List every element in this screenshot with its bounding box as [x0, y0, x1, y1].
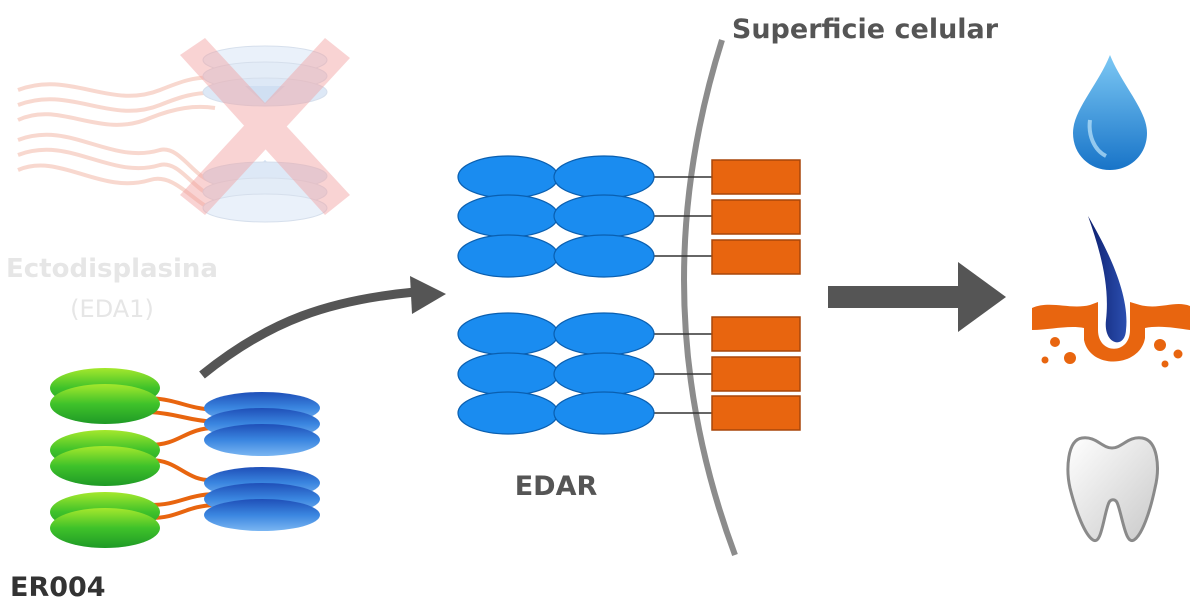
eda1-trimer-bottom: [202, 160, 328, 223]
er004-label: ER004: [10, 572, 106, 603]
binding-arrow-head: [410, 276, 446, 314]
binding-arrow: [199, 287, 416, 379]
edar-label: EDAR: [515, 471, 598, 502]
water-drop-icon: [1073, 55, 1147, 170]
cell-membrane: [681, 39, 738, 557]
edar-ecd-top: [457, 155, 655, 278]
edar-stalks-top: [650, 176, 712, 257]
eda-name-label: Ectodisplasina: [6, 254, 218, 284]
edar-receptor-group-bottom: [457, 312, 801, 435]
edar-stalks-bottom: [650, 333, 712, 414]
eda-code-label: (EDA1): [70, 295, 154, 323]
er004-tnf-domains: [204, 392, 320, 531]
edar-intracellular-top: [711, 159, 801, 275]
er004-molecule: [50, 368, 320, 548]
edar-intracellular-bottom: [711, 316, 801, 431]
edar-ecd-bottom: [457, 312, 655, 435]
cross-out-icon: [180, 38, 350, 215]
hair-follicle-icon: [1032, 216, 1190, 368]
edar-receptor-group-top: [457, 155, 801, 278]
eda1-faded-protein: [17, 45, 328, 223]
eda1-strands: [17, 75, 216, 212]
tooth-icon: [1066, 436, 1159, 543]
signaling-arrow: [828, 262, 1006, 332]
er004-fc-domains: [50, 368, 160, 548]
eda1-trimer-top: [202, 45, 328, 107]
cell-surface-label: Superficie celular: [732, 14, 999, 45]
